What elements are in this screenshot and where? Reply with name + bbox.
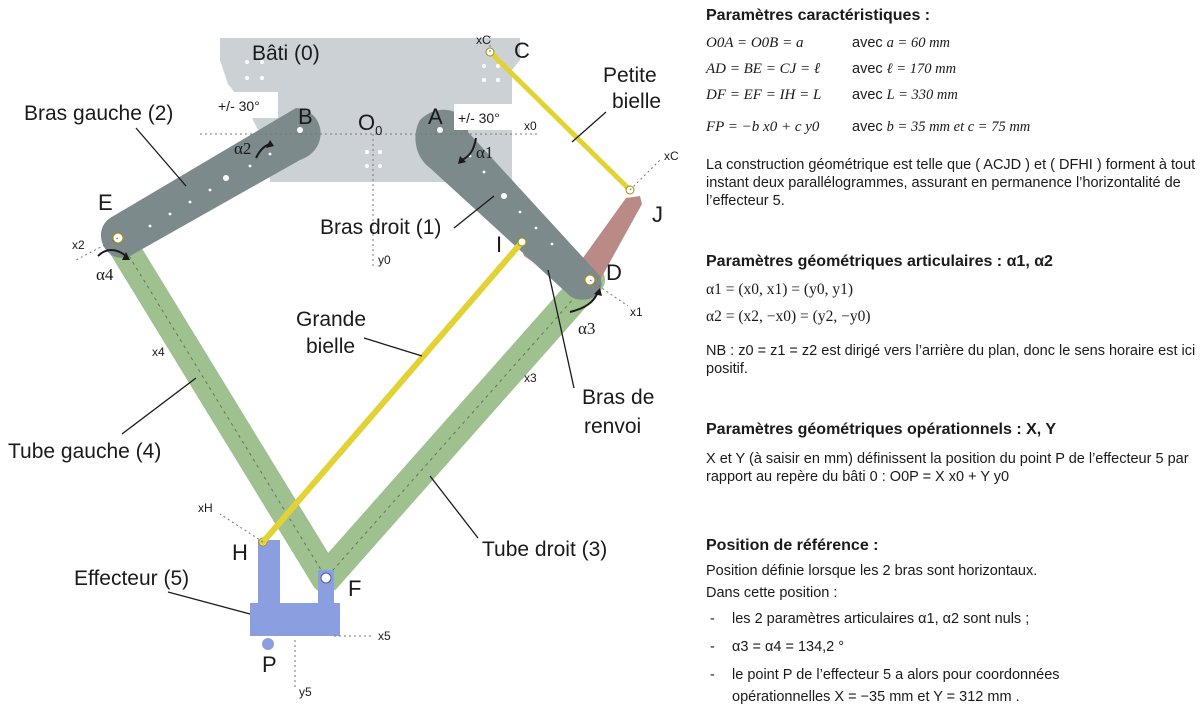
- point-B: B: [298, 104, 313, 129]
- eq-alpha2: α2 = (x2, −x0) = (y2, −y0): [706, 308, 871, 325]
- axes-lines: [75, 36, 661, 688]
- angle-alpha2: α2: [234, 139, 251, 158]
- bras-droit: [415, 109, 602, 300]
- eq-oa-ob-value: avec a = 60 mm: [852, 35, 951, 51]
- ref-line-2: Dans cette position :: [706, 585, 838, 601]
- point-J: J: [652, 202, 663, 227]
- eq-df-ef-ih: DF = EF = IH = L: [706, 87, 822, 103]
- bras-gauche: [100, 108, 321, 258]
- range-box-right: [454, 104, 518, 130]
- label-bras-renvoi-2: renvoi: [584, 415, 641, 438]
- label-petite-bielle-2: bielle: [612, 90, 661, 113]
- leader-lines: [121, 111, 607, 615]
- paragraph-construction: La construction géométrique est telle qu…: [706, 157, 1196, 210]
- parameters-panel: Paramètres caractéristiques : O0A = O0B …: [706, 7, 1196, 705]
- point-A: A: [428, 104, 443, 129]
- label-tube-droit: Tube droit (3): [482, 538, 607, 561]
- point-I: I: [496, 232, 502, 257]
- range-box-left: [214, 92, 278, 118]
- point-O0: O0: [358, 110, 382, 138]
- axis-xH: xH: [198, 501, 213, 515]
- heading-caracteristiques: Paramètres caractéristiques :: [706, 7, 931, 24]
- axis-xC-right: xC: [664, 149, 679, 163]
- joint-pins: [112, 47, 635, 286]
- point-E: E: [98, 190, 113, 215]
- angle-alpha3: α3: [578, 319, 595, 338]
- axis-x3: x3: [524, 371, 537, 385]
- arm-dots: [148, 152, 554, 246]
- label-effecteur: Effecteur (5): [74, 567, 189, 590]
- heading-reference: Position de référence :: [706, 537, 879, 554]
- label-tube-gauche: Tube gauche (4): [8, 440, 161, 463]
- label-bati: Bâti (0): [252, 42, 320, 65]
- heading-operationnels: Paramètres géométriques opérationnels : …: [706, 421, 1057, 438]
- tube-gauche: [103, 223, 341, 593]
- axis-x2: x2: [72, 238, 85, 252]
- label-grande-bielle-2: bielle: [306, 335, 355, 358]
- point-D: D: [606, 260, 622, 285]
- point-H: H: [232, 540, 248, 565]
- label-range-right: +/- 30°: [458, 110, 500, 126]
- point-C: C: [514, 38, 530, 63]
- point-F: F: [348, 576, 361, 601]
- axis-y5: y5: [299, 685, 312, 699]
- axis-x1: x1: [630, 305, 643, 319]
- axis-y0: y0: [378, 253, 391, 267]
- tube-droit-axis: [325, 279, 591, 579]
- angle-arrowheads: [122, 140, 602, 296]
- frame-holes: [245, 60, 500, 168]
- eq-alpha1: α1 = (x0, x1) = (y0, y1): [706, 281, 854, 298]
- label-petite-bielle-1: Petite: [603, 64, 657, 87]
- petite-bielle: [487, 49, 633, 193]
- eq-fp-value: avec b = 35 mm et c = 75 mm: [852, 119, 1031, 135]
- ref-line-1: Position définie lorsque les 2 bras sont…: [706, 563, 1038, 579]
- mechanism-diagram: Bâti (0) Bras gauche (2) Bras droit (1) …: [8, 33, 679, 699]
- axis-xC-top: xC: [476, 33, 491, 47]
- axis-x0: x0: [524, 119, 537, 133]
- label-range-left: +/- 30°: [218, 98, 260, 114]
- label-bras-droit: Bras droit (1): [320, 216, 441, 239]
- axis-x5: x5: [378, 629, 391, 643]
- label-grande-bielle-1: Grande: [296, 308, 366, 331]
- arm-holes: [223, 127, 507, 199]
- label-bras-gauche: Bras gauche (2): [24, 102, 173, 125]
- eq-df-ef-ih-value: avec L = 330 mm: [852, 87, 958, 103]
- paragraph-nb: NB : z0 = z1 = z2 est dirigé vers l’arri…: [706, 343, 1196, 378]
- angle-alpha4: α4: [96, 265, 114, 284]
- label-bras-renvoi-1: Bras de: [582, 386, 654, 409]
- point-P: P: [262, 652, 277, 677]
- heading-articulaires: Paramètres géométriques articulaires : α…: [706, 253, 1053, 270]
- axis-x4: x4: [152, 345, 165, 359]
- eq-ad-be-cj-value: avec ℓ = 170 mm: [852, 61, 957, 77]
- paragraph-operationnels: X et Y (à saisir en mm) définissent la p…: [706, 451, 1189, 486]
- grande-bielle: [260, 239, 525, 545]
- angle-alpha1: α1: [476, 143, 493, 162]
- eq-fp: FP = −b x0 + c y0: [706, 119, 820, 135]
- eq-ad-be-cj: AD = BE = CJ = ℓ: [706, 61, 821, 77]
- eq-oa-ob: O0A = O0B = a: [706, 35, 804, 51]
